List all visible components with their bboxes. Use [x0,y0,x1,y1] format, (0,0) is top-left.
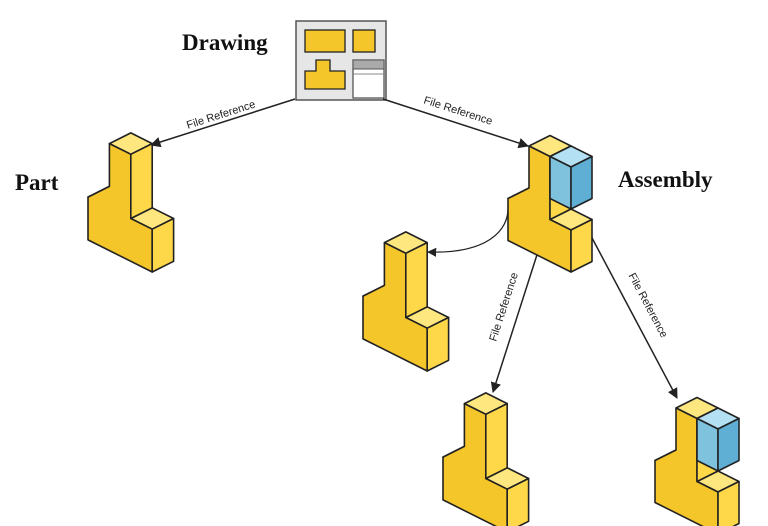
assembly-icon [508,136,592,273]
subassembly-icon [655,398,739,526]
edge-drawing-to-part [149,98,296,148]
subassembly-child-part-icon [442,392,530,526]
drawing-icon [295,20,387,101]
edge-assembly-to-subassembly [590,235,678,399]
part-label: Part [15,170,59,195]
assembly-label: Assembly [618,167,713,192]
edge-drawing-to-assembly [382,98,529,149]
edge-assembly-to-part [427,204,509,257]
edge-assembly-to-child-part [490,235,544,393]
edge-label-assembly-to-subassembly: File Reference [626,271,670,340]
drawing-label: Drawing [182,30,268,55]
edge-label-assembly-to-child-part: File Reference [487,271,521,343]
part-icon [87,132,175,273]
